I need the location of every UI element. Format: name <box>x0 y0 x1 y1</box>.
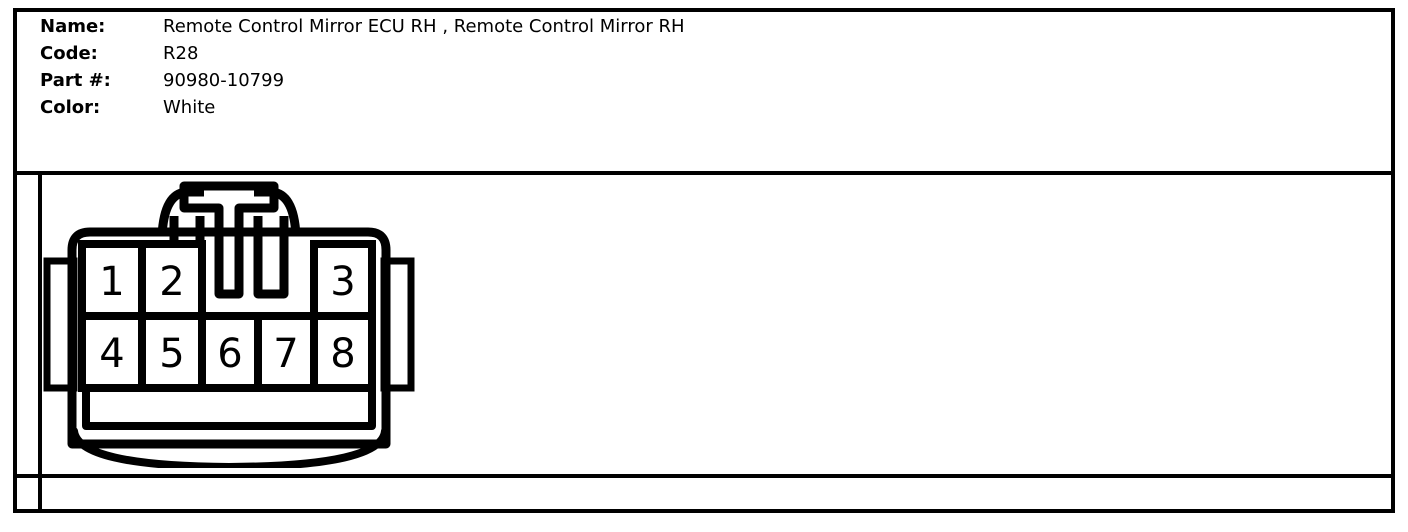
spec-value-code: R28 <box>163 43 199 64</box>
spec-label-name: Name: <box>40 16 106 37</box>
connector-latch <box>157 181 301 299</box>
connector-diagram: 1 2 3 4 5 6 7 8 <box>34 176 434 468</box>
connector-outer-shell <box>67 227 391 449</box>
spec-value-color: White <box>163 97 216 118</box>
pin-number-3: 3 <box>330 259 355 305</box>
pin-cavity-4 <box>78 312 146 392</box>
pin-cavity-3 <box>310 240 376 320</box>
pin-cavity-1 <box>78 240 146 320</box>
spec-label-color: Color: <box>40 97 101 118</box>
pin-number-1: 1 <box>99 259 124 305</box>
pin-number-5: 5 <box>159 331 184 377</box>
pin-number-7: 7 <box>273 331 298 377</box>
pin-number-4: 4 <box>99 331 124 377</box>
pin-number-2: 2 <box>159 259 184 305</box>
divider-diagram-bottom <box>13 474 1395 478</box>
spec-value-name: Remote Control Mirror ECU RH , Remote Co… <box>163 16 685 37</box>
connector-bottom-skirt <box>70 427 389 468</box>
spec-row-code: Code: R28 <box>40 43 1240 70</box>
pin-number-group: 1 2 3 4 5 6 7 8 <box>99 259 355 377</box>
spec-list: Name: Remote Control Mirror ECU RH , Rem… <box>40 16 1240 124</box>
spec-label-code: Code: <box>40 43 98 64</box>
spec-row-color: Color: White <box>40 97 1240 124</box>
divider-header-bottom <box>13 171 1395 175</box>
spec-row-part-number: Part #: 90980-10799 <box>40 70 1240 97</box>
spec-value-part-number: 90980-10799 <box>163 70 285 91</box>
pin-number-8: 8 <box>330 331 355 377</box>
footer-area <box>38 478 1395 513</box>
pin-number-6: 6 <box>217 331 242 377</box>
pin-grid <box>78 240 376 392</box>
spec-row-name: Name: Remote Control Mirror ECU RH , Rem… <box>40 16 1240 43</box>
spec-label-part-number: Part #: <box>40 70 111 91</box>
diagram-area <box>38 175 1395 478</box>
pin-cavity-5 <box>138 312 206 392</box>
pin-cavity-8 <box>310 312 376 392</box>
